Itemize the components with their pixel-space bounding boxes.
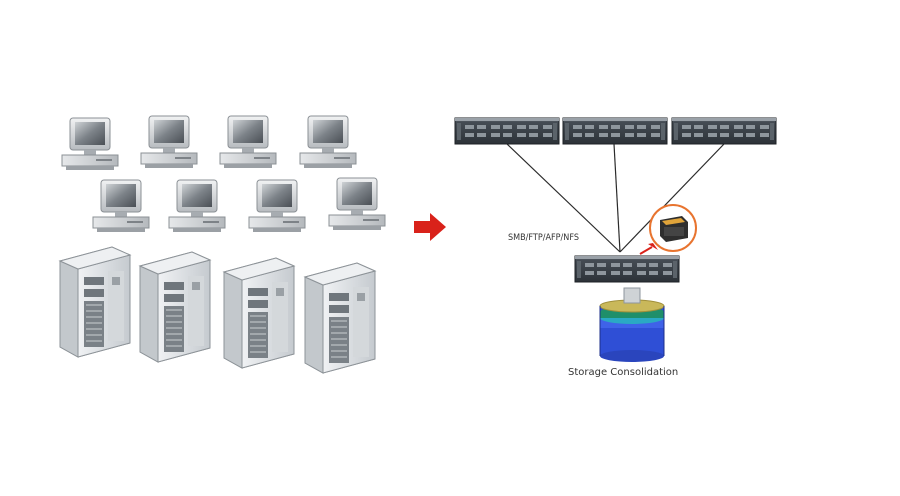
tower-server-icon	[59, 246, 131, 358]
connection-lines	[506, 143, 725, 253]
workstation-icon	[219, 115, 277, 169]
central-storage-rack-icon	[574, 255, 680, 283]
tower-server-icon	[223, 257, 295, 369]
tower-server-icon	[139, 251, 211, 363]
workstation-icon	[92, 179, 150, 233]
workstation-icon	[328, 177, 386, 231]
rack-server-icon	[454, 117, 560, 145]
workstation-icon	[140, 115, 198, 169]
database-cylinder-icon	[599, 287, 665, 362]
workstation-icon	[61, 117, 119, 171]
hard-disk-icon	[639, 204, 697, 255]
workstation-icon	[299, 115, 357, 169]
rack-server-icon	[671, 117, 777, 145]
protocol-label: SMB/FTP/AFP/NFS	[508, 233, 579, 243]
right-arrow-icon	[414, 213, 446, 241]
rack-server-icon	[562, 117, 668, 145]
tower-server-icon	[304, 262, 376, 374]
workstation-icon	[248, 179, 306, 233]
diagram-caption: Storage Consolidation	[568, 367, 679, 378]
workstation-icon	[168, 179, 226, 233]
